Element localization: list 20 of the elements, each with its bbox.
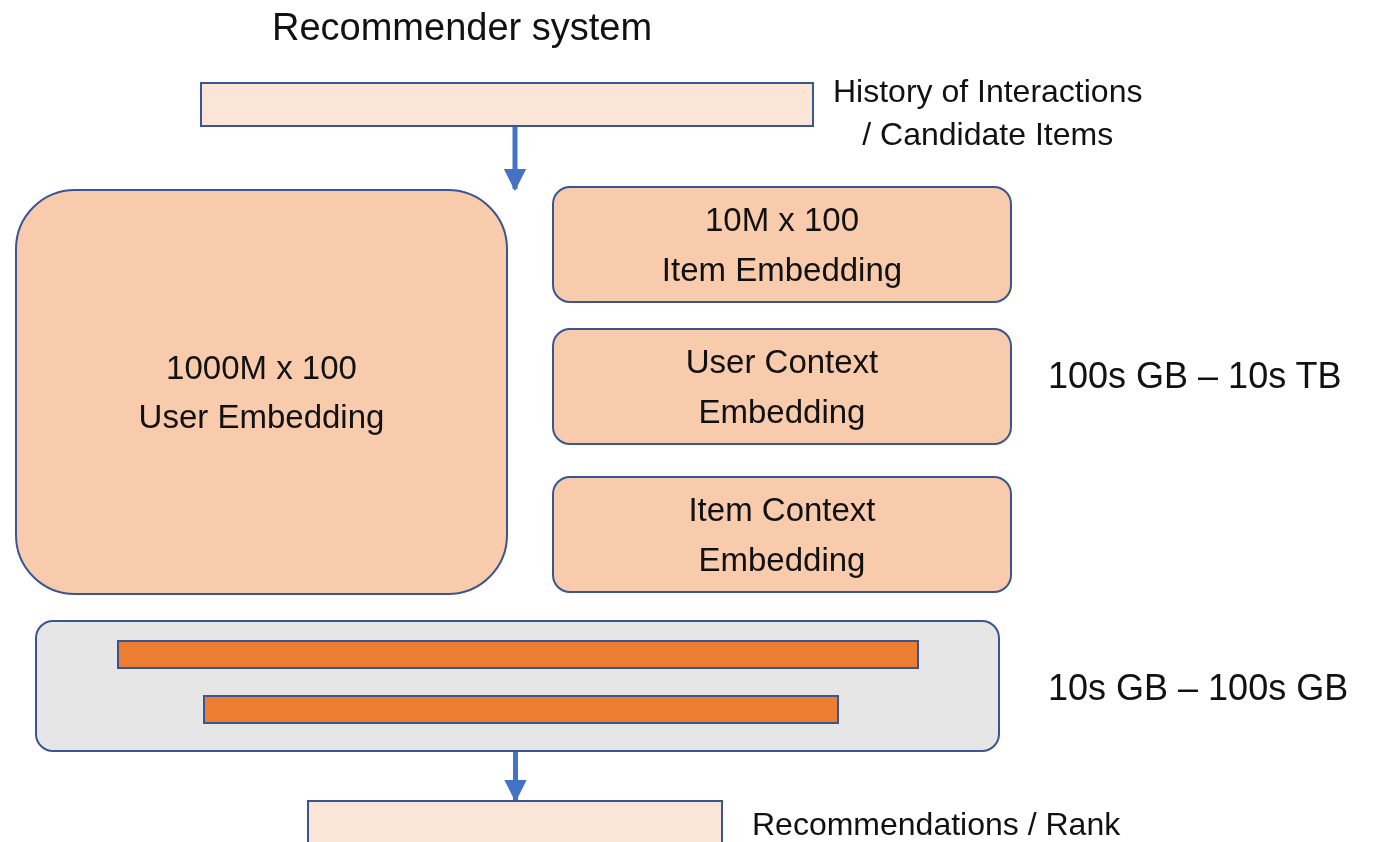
diagram-title: Recommender system [272,6,653,49]
box-label: Item Context Embedding [687,490,877,580]
bar-caption: Recommendations / Rank [752,805,1121,842]
embedding-box [552,476,1012,593]
bar-caption: History of Interactions / Candidate Items [833,72,1143,155]
input-bar [200,82,814,127]
box-label: User Context Embedding [684,342,880,432]
memory-bar [203,695,839,724]
input-bar [307,800,723,842]
box-label: 1000M x 100 User Embedding [137,347,386,437]
arrow [503,127,527,192]
embedding-box [552,328,1012,445]
size-label: 100s GB – 10s TB [1048,355,1342,397]
embedding-box [15,189,508,595]
box-label: 10M x 100 Item Embedding [660,200,904,290]
memory-bar [117,640,919,669]
size-label: 10s GB – 100s GB [1048,667,1349,709]
embedding-box [552,186,1012,303]
panel [35,620,1000,752]
arrow [504,752,527,803]
